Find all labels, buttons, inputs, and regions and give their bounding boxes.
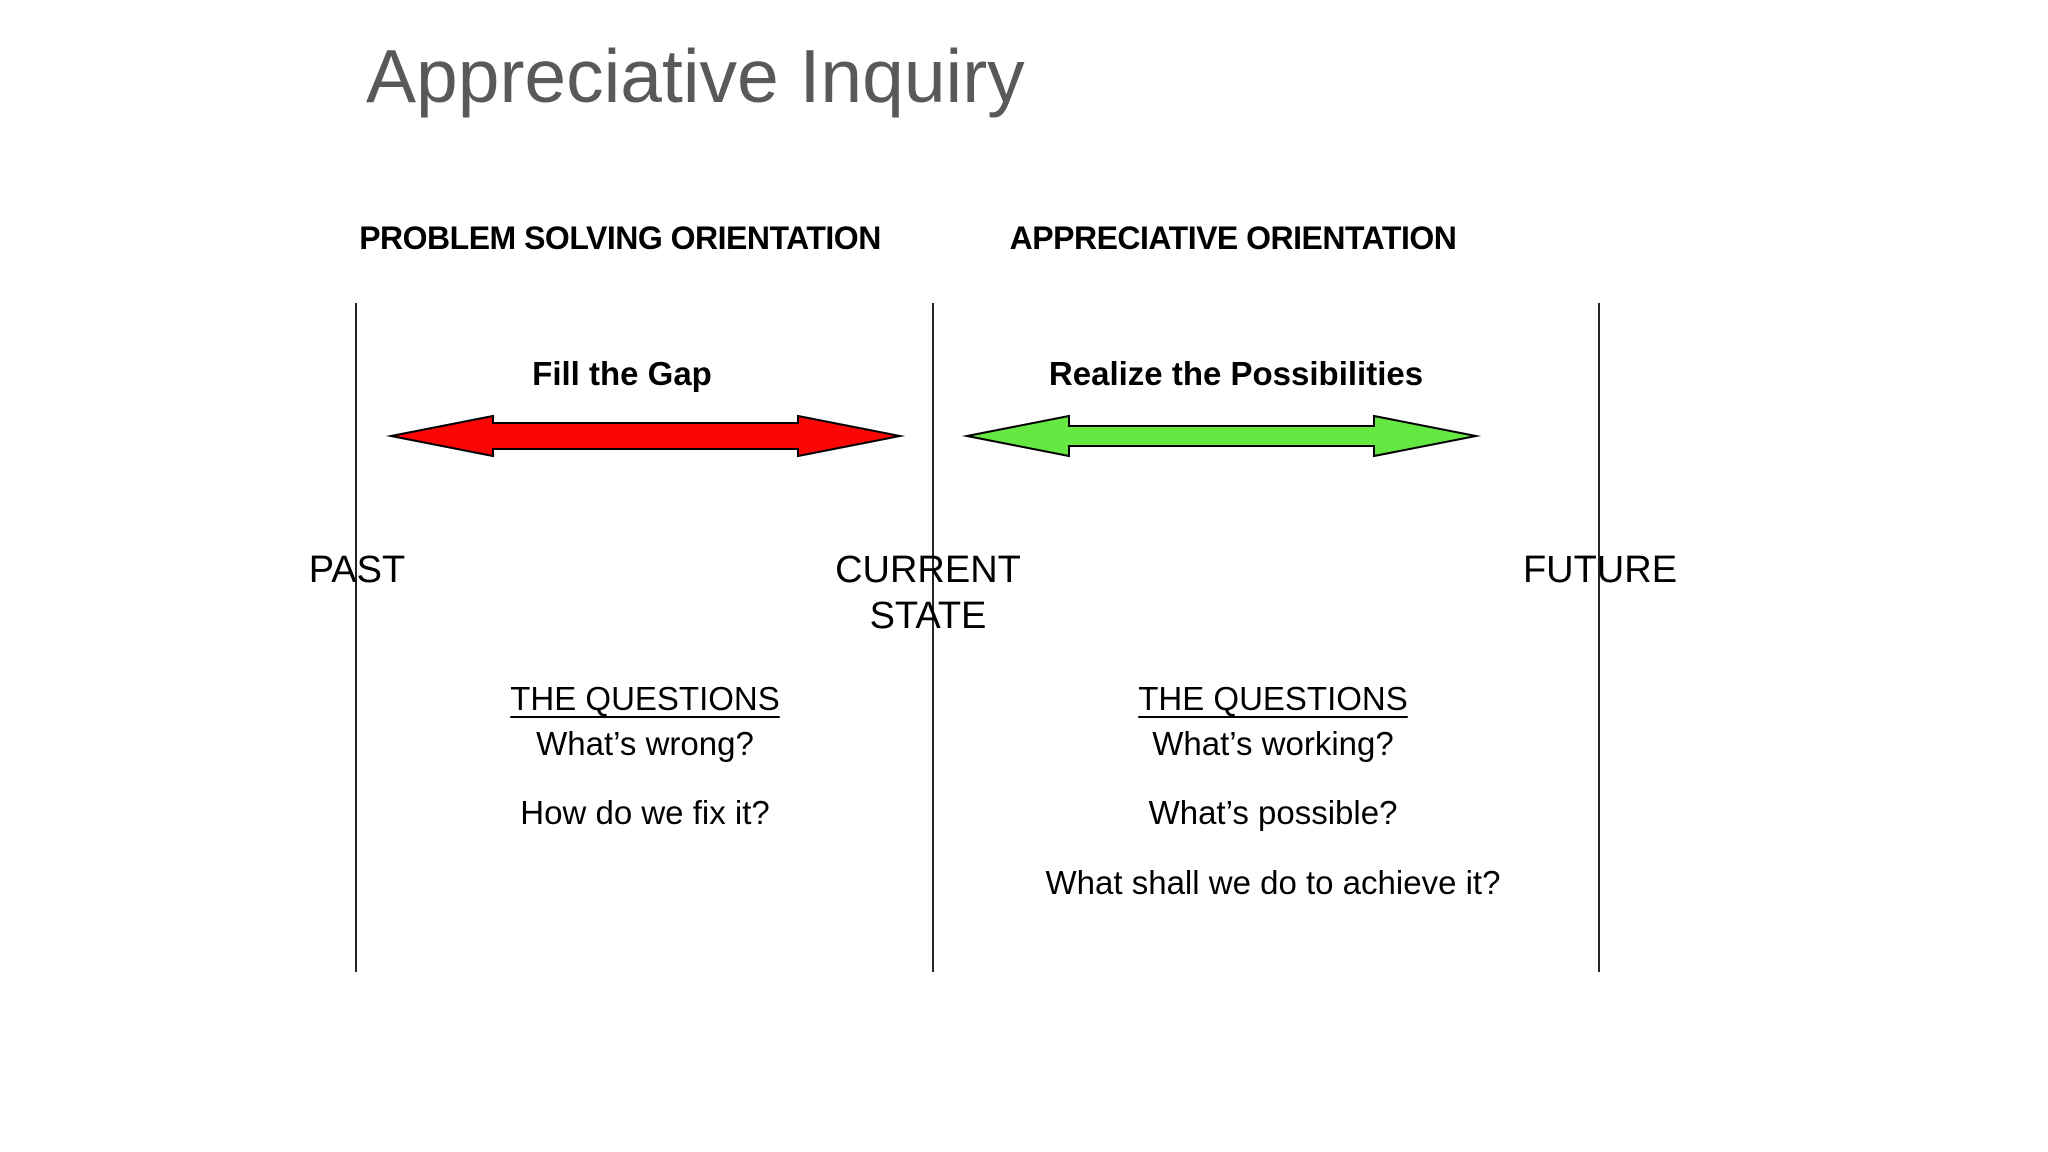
future-timeline-line: [1598, 303, 1600, 972]
future-label: FUTURE: [1522, 549, 1678, 591]
left-questions-heading: THE QUESTIONS: [510, 680, 780, 717]
right-question-what-shall-we-do: What shall we do to achieve it?: [1045, 864, 1501, 901]
past-label: PAST: [308, 549, 406, 591]
current-state-label: CURRENT STATE: [835, 547, 1021, 639]
left-question-how-do-we-fix-it: How do we fix it?: [520, 794, 770, 831]
appreciative-orientation-header: APPRECIATIVE ORIENTATION: [1009, 220, 1457, 256]
right-questions-heading: THE QUESTIONS: [1138, 680, 1408, 717]
current-state-label-line2: STATE: [869, 595, 987, 637]
realize-the-possibilities-label: Realize the Possibilities: [1048, 355, 1424, 392]
left-question-whats-wrong: What’s wrong?: [536, 725, 754, 762]
green-double-arrow-shape: [961, 414, 1482, 458]
red-double-arrow-shape: [385, 414, 906, 458]
right-question-whats-working: What’s working?: [1152, 725, 1394, 762]
current-state-timeline-line: [932, 303, 934, 972]
current-state-label-line1: CURRENT: [835, 549, 1021, 591]
red-double-arrow-icon: [385, 414, 906, 458]
slide-title: Appreciative Inquiry: [366, 34, 1025, 118]
green-double-arrow-icon: [961, 414, 1482, 458]
past-timeline-line: [355, 303, 357, 972]
fill-the-gap-label: Fill the Gap: [532, 355, 712, 392]
right-question-whats-possible: What’s possible?: [1148, 794, 1398, 831]
problem-solving-orientation-header: PROBLEM SOLVING ORIENTATION: [359, 220, 881, 256]
